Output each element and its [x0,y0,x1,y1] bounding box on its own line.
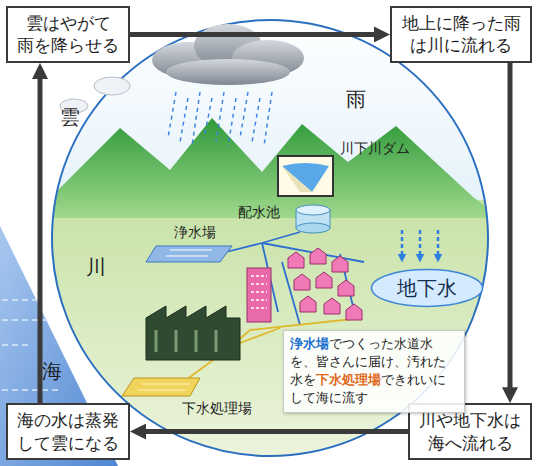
box-text: 海の水は蒸発 して雲になる [16,409,120,454]
box-text: 川や地下水は 海へ流れる [418,409,522,454]
sewage-plant [122,378,200,396]
rain-strokes [168,92,272,146]
explanation-box: 浄水場でつくった水道水を、皆さんに届け、汚れた水を下水処理場できれいにして海に流… [283,330,465,413]
cycle-arrow [130,32,378,37]
cycle-step-box: 地上に降った雨 は川に流れる [390,6,532,63]
cycle-arrow [508,63,513,391]
groundwater-ellipse: 地下水 [370,268,484,308]
houses [288,248,362,320]
cycle-arrow [38,75,43,403]
cycle-step-box: 海の水は蒸発 して雲になる [6,403,130,460]
note-text: 浄水場でつくった水道水を、皆さんに届け、汚れた水を下水処理場できれいにして海に流… [290,335,458,408]
circle-scene [30,15,500,466]
water-pipes [226,232,364,325]
rain-cloud [152,24,304,85]
box-text: 雲はやがて 雨を降らせる [16,12,120,57]
dam-label: 川下川ダム [340,140,410,158]
mountains [30,118,500,218]
cycle-step-box: 雲はやがて 雨を降らせる [6,6,130,63]
sea-label: 海 [42,358,62,385]
cycle-circle [52,20,488,456]
water-plant-label: 浄水場 [174,224,216,242]
water-plant [146,246,232,262]
factory [146,306,240,360]
river-label: 川 [86,254,106,281]
reservoir-label: 配水池 [238,204,280,222]
reservoir-tank [296,205,330,233]
rain-label: 雨 [346,86,366,113]
cloud-label: 雲 [60,104,80,131]
cycle-arrow [142,429,408,434]
box-text: 地上に降った雨 は川に流れる [400,12,522,57]
apartment-building [247,268,271,322]
sewage-plant-label: 下水処理場 [182,400,252,418]
dam-icon [278,156,333,196]
box-text: 地下水 [397,275,457,302]
groundwater-arrows [402,230,438,258]
